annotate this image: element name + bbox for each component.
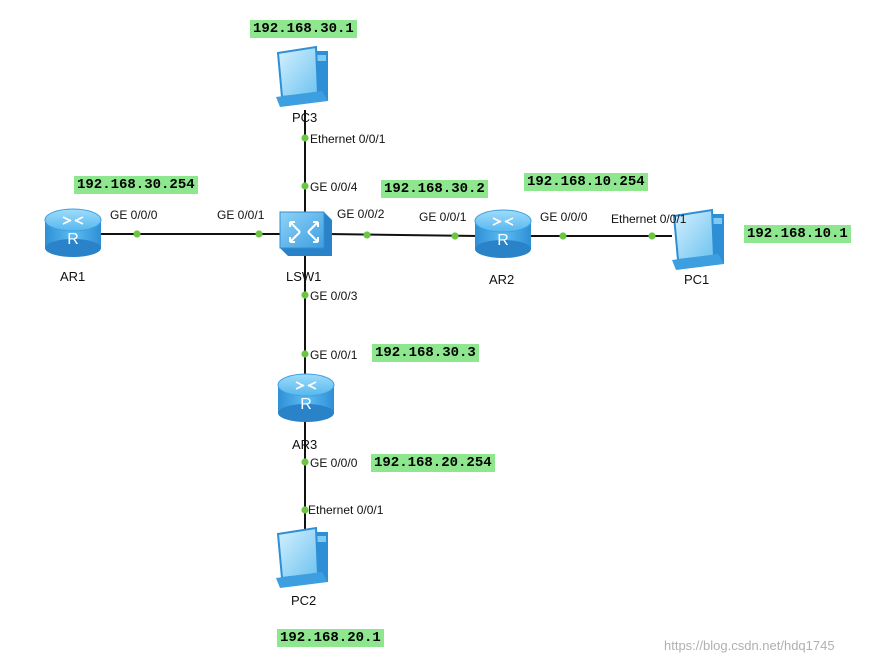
links — [100, 110, 672, 535]
port-label-lsw-g001: GE 0/0/1 — [217, 208, 265, 222]
router-icon[interactable]: R — [44, 208, 102, 257]
device-label-pc1: PC1 — [684, 272, 710, 287]
port-dot — [301, 134, 309, 142]
watermark: https://blog.csdn.net/hdq1745 — [664, 638, 835, 653]
ip-label-ar1: 192.168.30.254 — [74, 176, 198, 194]
port-label-lsw-g003: GE 0/0/3 — [310, 289, 358, 303]
port-label-ar2-g000: GE 0/0/0 — [540, 210, 588, 224]
pc-icon[interactable] — [276, 526, 328, 588]
port-dot — [301, 291, 309, 299]
ip-label-pc2: 192.168.20.1 — [277, 629, 384, 647]
port-dot — [301, 458, 309, 466]
port-dot — [133, 230, 141, 238]
pc-icon[interactable] — [276, 45, 328, 107]
port-label-pc3-eth: Ethernet 0/0/1 — [310, 132, 386, 146]
svg-text:R: R — [300, 396, 312, 413]
pc-icon[interactable] — [672, 208, 724, 270]
device-label-pc3: PC3 — [292, 110, 318, 125]
router-icon[interactable]: R — [277, 373, 335, 422]
device-label-ar3: AR3 — [292, 437, 318, 452]
port-dot — [363, 231, 371, 239]
svg-text:R: R — [497, 232, 509, 249]
port-label-ar3-g000: GE 0/0/0 — [310, 456, 358, 470]
port-label-lsw-g004: GE 0/0/4 — [310, 180, 358, 194]
port-dots — [133, 134, 656, 514]
port-label-ar3-g001: GE 0/0/1 — [310, 348, 358, 362]
device-label-pc2: PC2 — [291, 593, 317, 608]
svg-text:R: R — [67, 231, 79, 248]
ip-label-ar3-g000: 192.168.20.254 — [371, 454, 495, 472]
port-label-pc2-eth: Ethernet 0/0/1 — [308, 503, 384, 517]
port-dot — [559, 232, 567, 240]
router-icon[interactable]: R — [474, 209, 532, 258]
device-label-ar1: AR1 — [60, 269, 86, 284]
ip-label-pc3: 192.168.30.1 — [250, 20, 357, 38]
ip-label-ar2-g000: 192.168.10.254 — [524, 173, 648, 191]
port-dot — [301, 182, 309, 190]
port-label-pc1-eth: Ethernet 0/0/1 — [611, 212, 687, 226]
port-dot — [255, 230, 263, 238]
ip-label-ar3-g001: 192.168.30.3 — [372, 344, 479, 362]
port-dot — [648, 232, 656, 240]
port-label-lsw-g002: GE 0/0/2 — [337, 207, 385, 221]
device-label-ar2: AR2 — [489, 272, 515, 287]
switch-icon[interactable] — [279, 211, 332, 256]
port-label-ar1-g000: GE 0/0/0 — [110, 208, 158, 222]
ip-label-ar2-g001: 192.168.30.2 — [381, 180, 488, 198]
port-dot — [301, 506, 309, 514]
port-label-ar2-g001: GE 0/0/1 — [419, 210, 467, 224]
ip-label-pc1: 192.168.10.1 — [744, 225, 851, 243]
port-dot — [451, 232, 459, 240]
device-label-lsw1: LSW1 — [286, 269, 322, 284]
port-dot — [301, 350, 309, 358]
